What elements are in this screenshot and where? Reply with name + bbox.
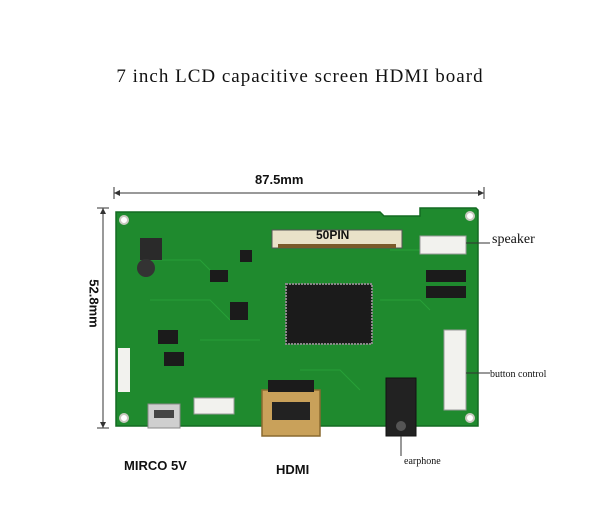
micro-usb-label: MIRCO 5V	[124, 458, 187, 473]
width-dimension-line	[113, 187, 485, 199]
mount-hole-icon	[465, 413, 475, 423]
hdmi-label: HDMI	[276, 462, 310, 477]
page-title: 7 inch LCD capacitive screen HDMI board	[116, 66, 484, 87]
speaker-connector	[419, 235, 467, 255]
speaker-label: speaker	[492, 232, 535, 247]
mount-hole-icon	[465, 211, 475, 221]
height-dimension-line	[97, 207, 109, 429]
main-chip	[285, 283, 373, 345]
mount-hole-icon	[119, 413, 129, 423]
earphone-label: earphone	[404, 456, 441, 467]
mount-hole-icon	[119, 215, 129, 225]
height-dimension-label: 52.8mm	[86, 279, 102, 328]
width-dimension-label: 87.5mm	[255, 172, 304, 187]
button-control-connector	[443, 329, 467, 411]
button-control-label: button control	[490, 369, 547, 380]
50pin-label: 50PIN	[316, 228, 350, 242]
